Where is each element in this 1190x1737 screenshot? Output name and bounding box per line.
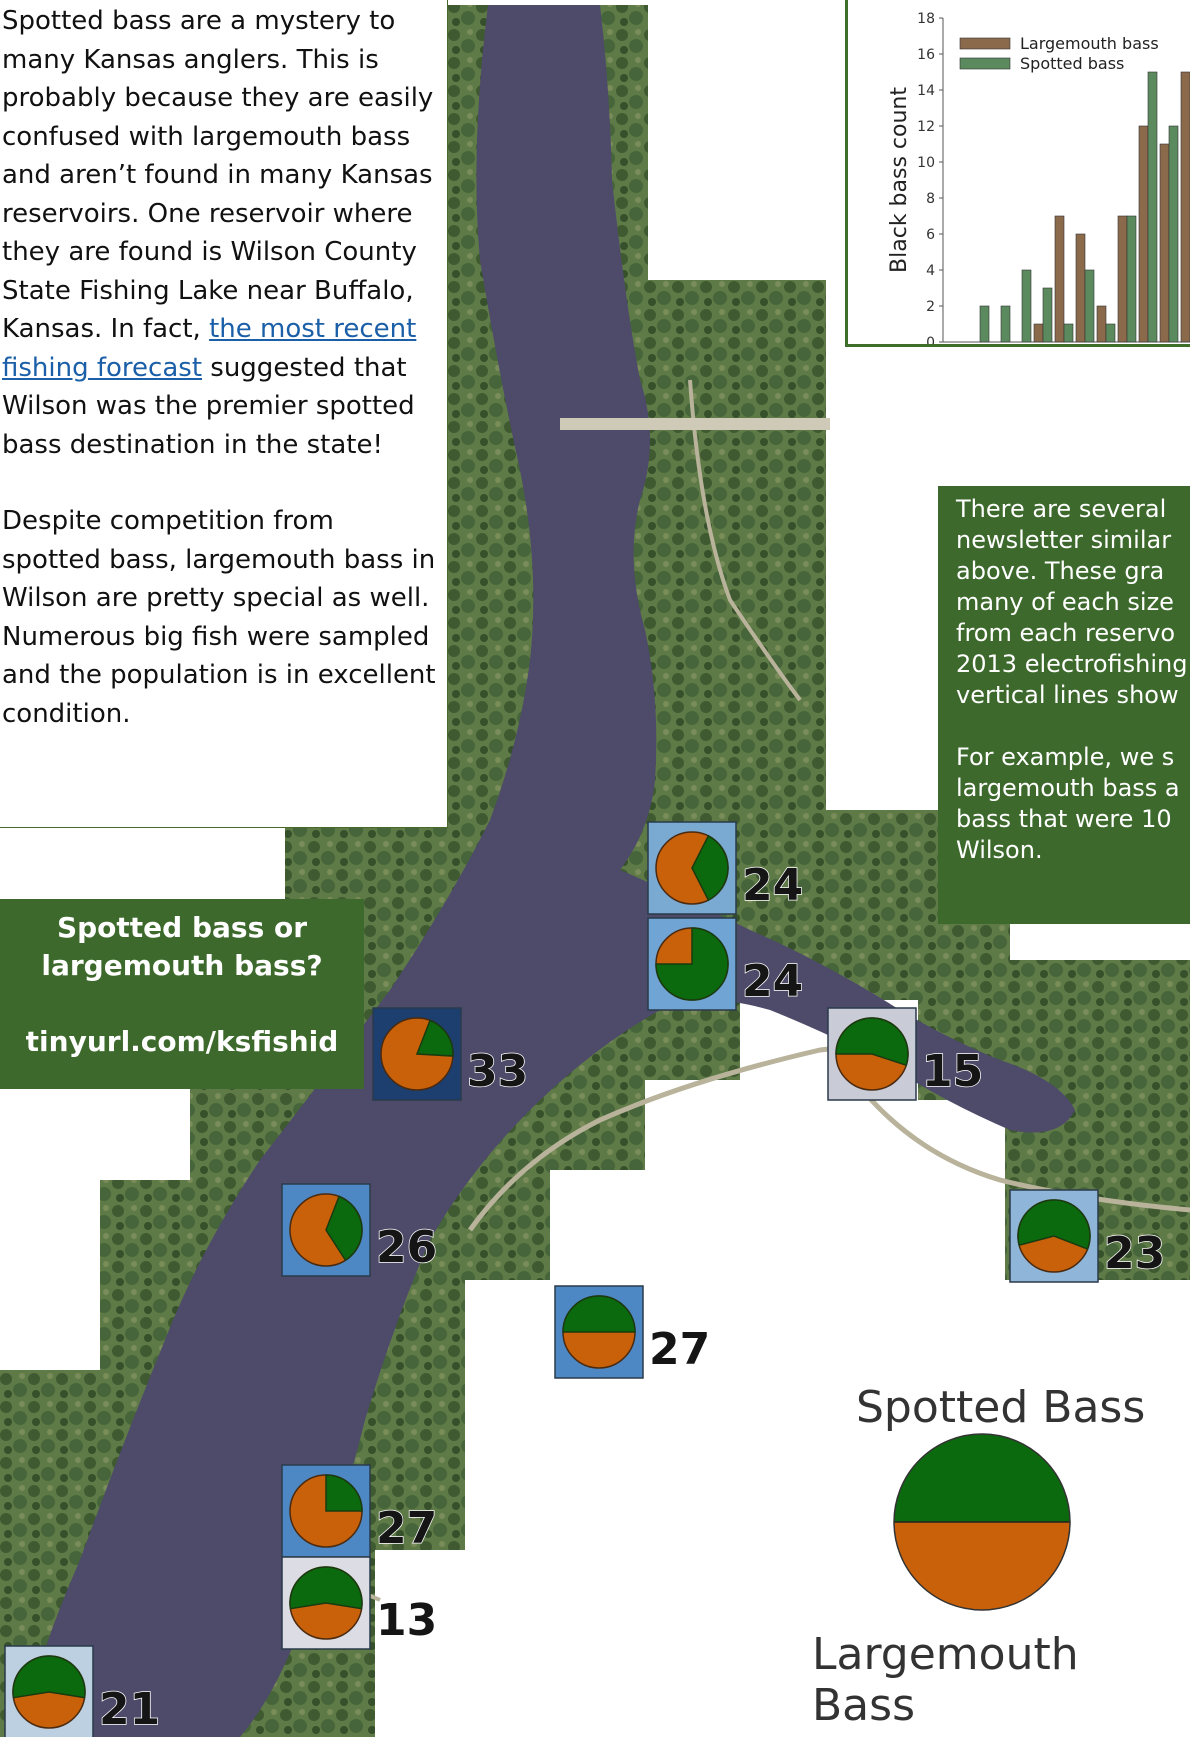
spotted-slice <box>562 1295 636 1333</box>
spotted-slice <box>1017 1199 1091 1250</box>
site-marker: 15 <box>827 1007 984 1101</box>
site-marker: 26 <box>281 1183 438 1277</box>
y-tick-label: 16 <box>917 47 935 63</box>
site-bass-count: 27 <box>649 1324 710 1375</box>
fishing-forecast-link[interactable]: the most recent fishing forecast <box>2 314 417 383</box>
explanation-line: from each reservo <box>956 619 1176 647</box>
article-text-span: Spotted bass are a mystery to many Kansa… <box>2 6 434 344</box>
explanation-line: bass that were 10 <box>956 805 1172 833</box>
spotted-slice <box>835 1017 909 1067</box>
spotted-bar <box>979 305 990 343</box>
site-markers: 24 24 33 15 26 23 27 27 13 21 <box>4 821 1166 1737</box>
site-marker: 21 <box>4 1645 161 1737</box>
y-tick-label: 4 <box>926 263 935 279</box>
largemouth-bar <box>1054 215 1065 343</box>
site-bass-count: 26 <box>376 1222 437 1273</box>
spotted-bar <box>1000 305 1011 343</box>
spotted-slice <box>691 834 729 902</box>
site-bass-count: 27 <box>376 1503 437 1554</box>
length-frequency-chart: 02468101214161802468101Black bass countI… <box>845 0 1190 347</box>
article-paragraph-1: Spotted bass are a mystery to many Kansa… <box>2 2 439 464</box>
y-tick-label: 0 <box>926 335 935 347</box>
legend-pie-graphic <box>893 1433 1071 1611</box>
y-tick-label: 12 <box>917 119 935 135</box>
legend-largemouth-half <box>894 1522 1070 1610</box>
largemouth-bar <box>1117 215 1128 343</box>
site-bass-count: 23 <box>1104 1228 1165 1279</box>
explanation-line: largemouth bass a <box>956 774 1180 802</box>
legend-entry: Spotted bass <box>1020 54 1124 73</box>
site-marker: 24 <box>647 917 804 1011</box>
spotted-slice <box>12 1655 86 1699</box>
spotted-slice <box>325 1195 363 1262</box>
explanation-line: For example, we s <box>956 743 1175 771</box>
explanation-paragraph-2: For example, we s largemouth bass a bass t… <box>956 742 1190 866</box>
spotted-bar <box>1042 287 1053 343</box>
largemouth-bar <box>1033 323 1044 343</box>
legend-largemouth-label: Largemouth Bass <box>812 1629 1079 1731</box>
legend-entry: Largemouth bass <box>1020 34 1159 53</box>
lake-water <box>20 5 1075 1737</box>
site-marker: 13 <box>281 1556 438 1650</box>
legend-pie-outline <box>893 1433 1071 1611</box>
spotted-bar <box>1105 323 1116 343</box>
fish-id-question: Spotted bass or largemouth bass? <box>41 911 323 982</box>
site-bass-count: 24 <box>742 956 803 1007</box>
legend-swatch <box>959 57 1011 70</box>
site-bass-count: 33 <box>467 1046 528 1097</box>
explanation-paragraph-1: There are several newsletter similar above… <box>956 494 1190 711</box>
spotted-bar <box>1126 215 1137 343</box>
explanation-line: vertical lines show <box>956 681 1179 709</box>
fish-id-callout: Spotted bass or largemouth bass? tinyurl… <box>0 899 364 1089</box>
spotted-bar <box>1168 125 1179 343</box>
spotted-bar <box>1021 269 1032 343</box>
y-tick-label: 14 <box>917 83 935 99</box>
site-marker: 27 <box>281 1464 438 1558</box>
largemouth-bar <box>1138 125 1149 343</box>
article-text: Spotted bass are a mystery to many Kansa… <box>0 0 448 828</box>
site-marker: 24 <box>647 821 804 915</box>
explanation-line: newsletter similar <box>956 526 1172 554</box>
site-marker: 27 <box>554 1285 711 1379</box>
legend-spotted-half <box>894 1434 1070 1522</box>
site-marker: 33 <box>372 1007 529 1101</box>
explanation-line: many of each size <box>956 588 1174 616</box>
y-tick-label: 2 <box>926 299 935 315</box>
site-bass-count: 15 <box>922 1046 983 1097</box>
largemouth-bar <box>1159 143 1170 343</box>
largemouth-bar <box>1180 71 1190 343</box>
y-tick-label: 18 <box>917 11 935 27</box>
y-tick-label: 8 <box>926 191 935 207</box>
site-bass-count: 13 <box>376 1595 437 1646</box>
y-tick-label: 10 <box>917 155 935 171</box>
article-paragraph-2: Despite competition from spotted bass, l… <box>2 506 436 729</box>
spotted-slice <box>655 927 729 1001</box>
spotted-bar <box>1084 269 1095 343</box>
chart-canvas: 02468101214161802468101Black bass countI… <box>887 11 1190 347</box>
chart-explanation-callout: There are several newsletter similar above… <box>938 486 1190 924</box>
site-bass-count: 24 <box>742 860 803 911</box>
y-axis-label: Black bass count <box>887 87 912 273</box>
spotted-bar <box>1063 323 1074 343</box>
largemouth-bar <box>1096 305 1107 343</box>
pie-legend: Spotted Bass Largemouth Bass <box>770 1357 1190 1737</box>
spotted-slice <box>289 1566 363 1610</box>
legend-swatch <box>959 37 1011 50</box>
article-text-span: suggested that Wilson was the premier sp… <box>2 352 415 460</box>
explanation-line: 2013 electrofishing <box>956 650 1188 678</box>
site-bass-count: 21 <box>99 1684 160 1735</box>
explanation-line: Wilson. <box>956 836 1043 864</box>
explanation-line: There are several <box>956 495 1167 523</box>
spotted-slice <box>415 1019 454 1057</box>
spotted-bar <box>1147 71 1158 343</box>
largemouth-bar <box>1075 233 1086 343</box>
y-tick-label: 6 <box>926 227 935 243</box>
site-marker: 23 <box>1009 1189 1166 1283</box>
legend-spotted-label: Spotted Bass <box>856 1382 1146 1433</box>
fish-id-url[interactable]: tinyurl.com/ksfishid <box>25 1025 339 1058</box>
explanation-line: above. These gra <box>956 557 1165 585</box>
spotted-slice <box>325 1474 363 1512</box>
